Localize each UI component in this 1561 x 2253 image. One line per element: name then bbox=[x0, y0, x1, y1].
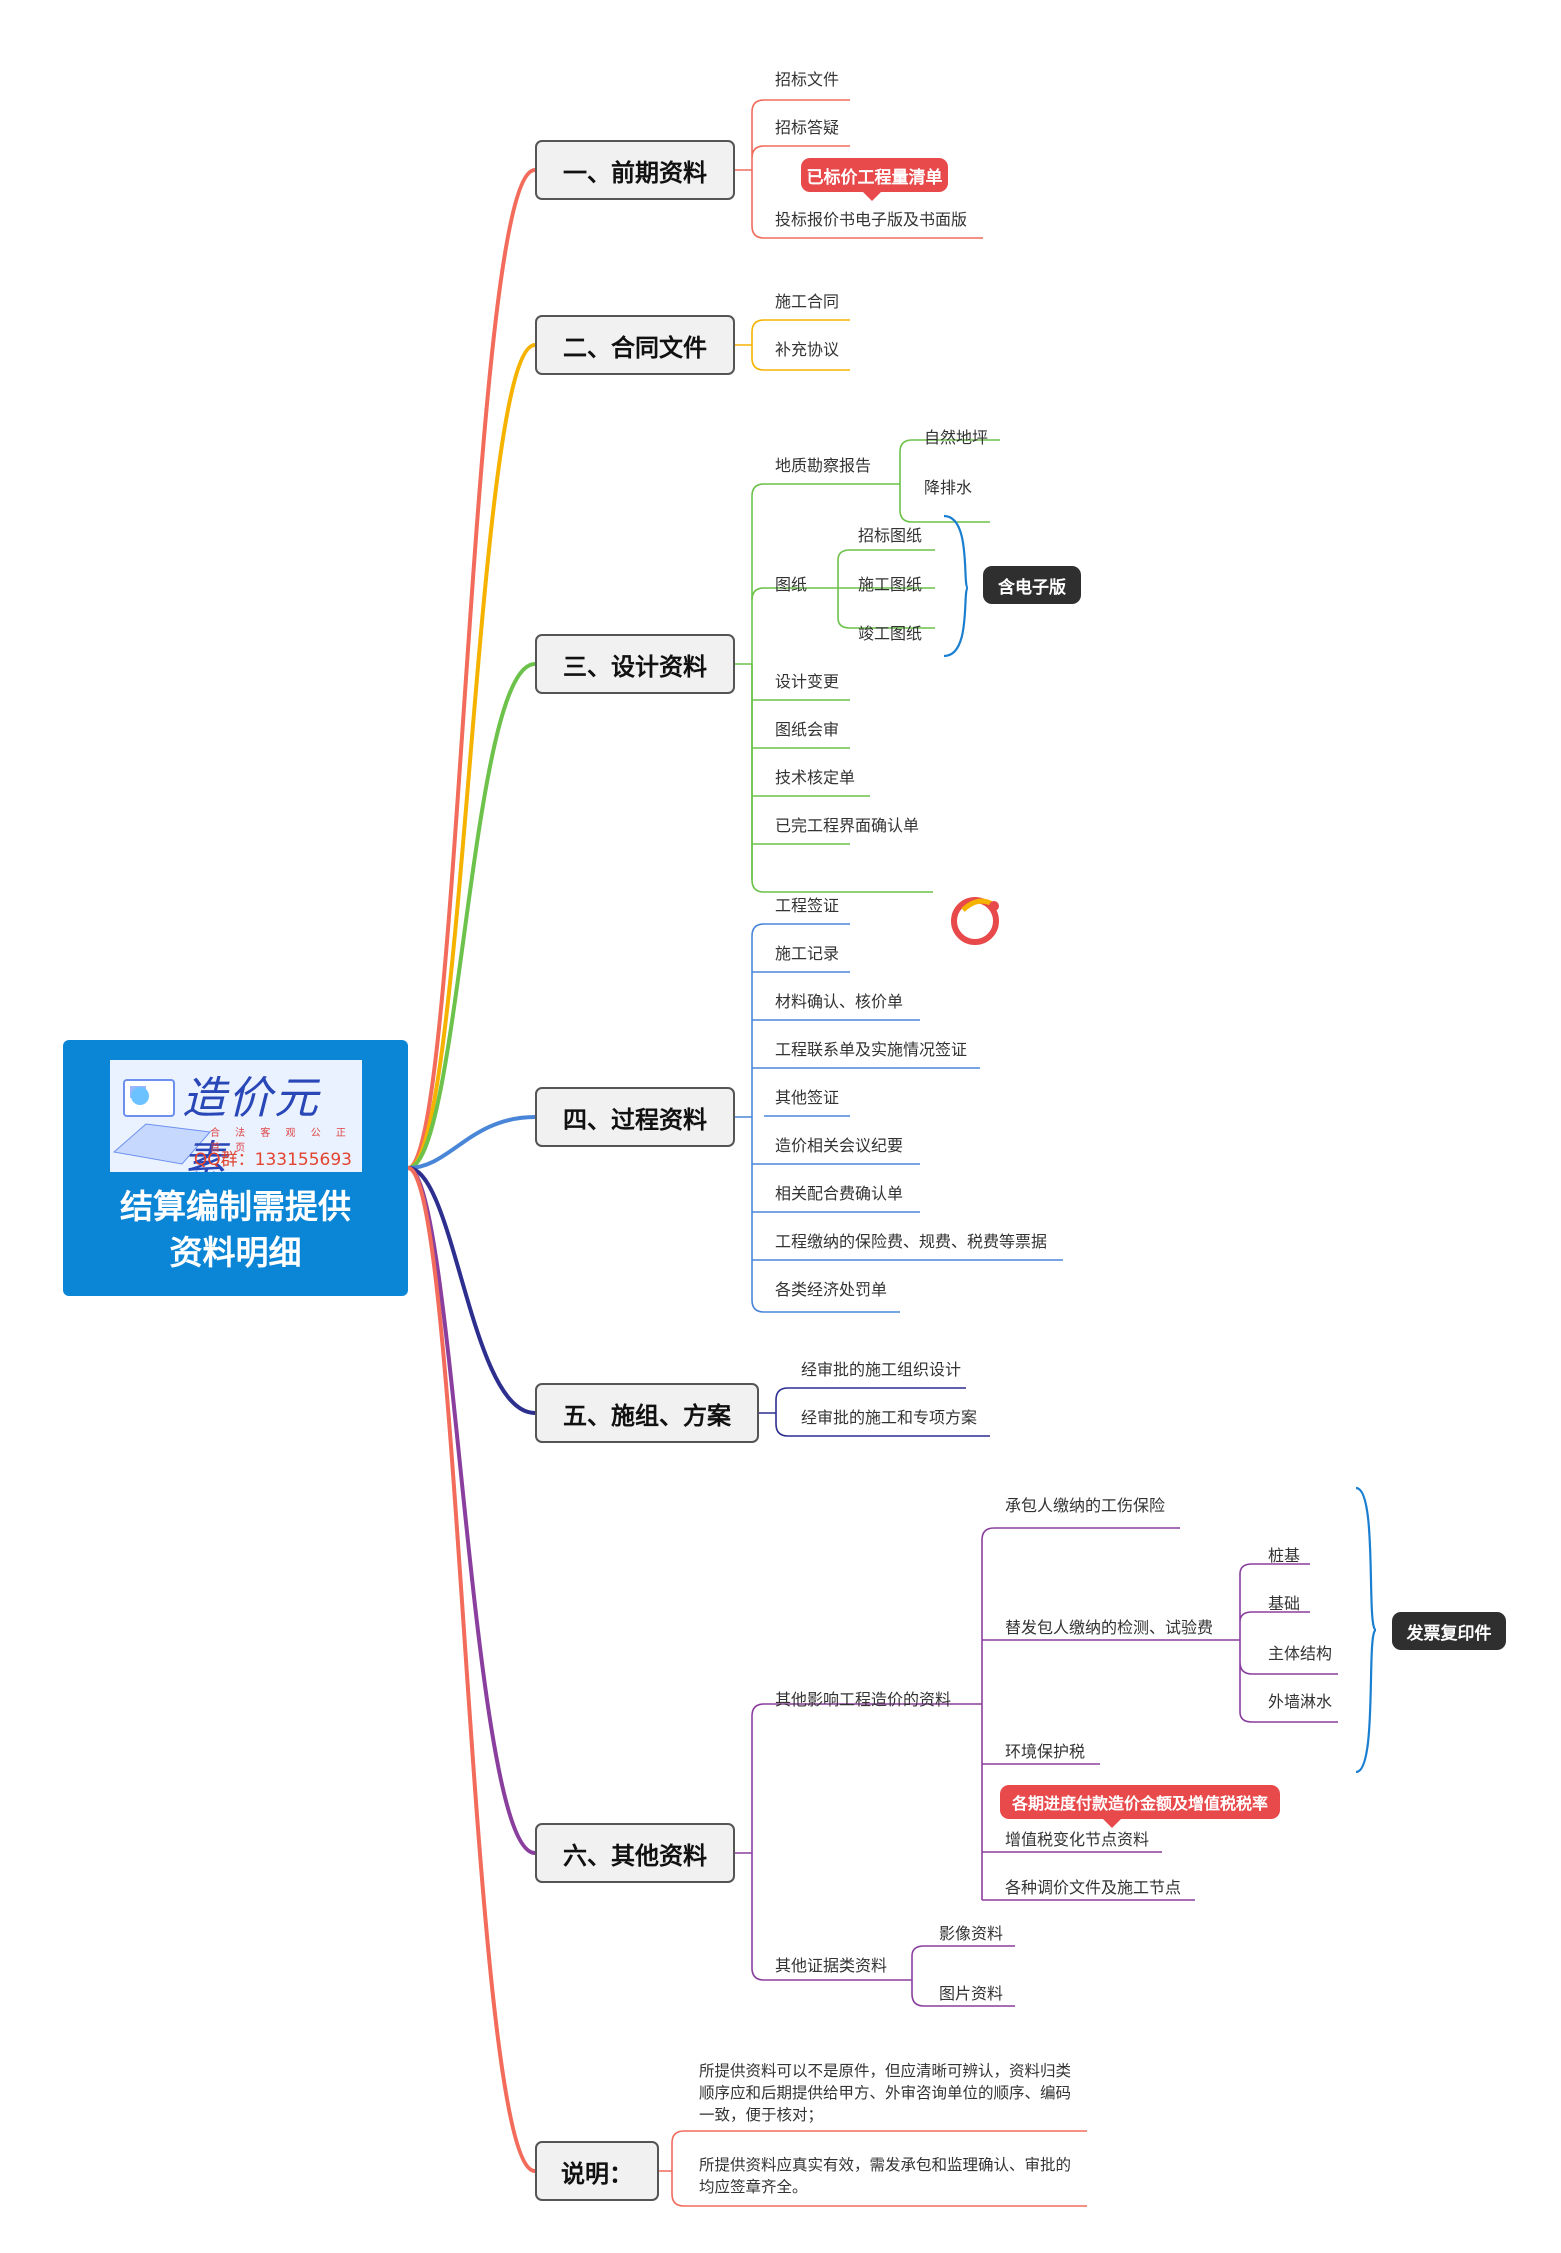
leaf-material-confirmation[interactable]: 材料确认、核价单 bbox=[775, 992, 904, 1011]
branch-other-docs[interactable]: 六、其他资料 bbox=[535, 1823, 735, 1883]
tag-priced-bill: 已标价工程量清单 bbox=[801, 158, 948, 192]
leaf-drawings[interactable]: 图纸 bbox=[775, 575, 808, 594]
tag-electronic: 含电子版 bbox=[983, 566, 1081, 604]
leaf-dewatering[interactable]: 降排水 bbox=[924, 478, 973, 497]
leaf-site-visa[interactable]: 工程签证 bbox=[775, 896, 840, 915]
logo-subtitle: 合 法 客 观 公 正 首 页 bbox=[210, 1128, 352, 1154]
root-node: 造价元素 合 法 客 观 公 正 首 页 QQ群：133155693 结算编制需… bbox=[63, 1040, 408, 1296]
computer-illustration-icon bbox=[110, 1060, 362, 1172]
branch-early-docs[interactable]: 一、前期资料 bbox=[535, 140, 735, 200]
root-title-line2: 资料明细 bbox=[169, 1233, 302, 1272]
tag-pointer-icon bbox=[1102, 1818, 1122, 1828]
branch-contract-docs[interactable]: 二、合同文件 bbox=[535, 315, 735, 375]
tag-invoice-copy: 发票复印件 bbox=[1392, 1612, 1506, 1650]
logo: 造价元素 合 法 客 观 公 正 首 页 QQ群：133155693 bbox=[110, 1060, 362, 1172]
leaf-construction-drawings[interactable]: 施工图纸 bbox=[858, 575, 923, 594]
qq-group: QQ群：133155693 bbox=[193, 1150, 352, 1170]
branch-notes[interactable]: 说明： bbox=[535, 2141, 659, 2201]
leaf-price-adjustment[interactable]: 各种调价文件及施工节点 bbox=[1005, 1878, 1182, 1897]
leaf-geology-report[interactable]: 地质勘察报告 bbox=[775, 456, 872, 475]
leaf-evidence-docs[interactable]: 其他证据类资料 bbox=[775, 1956, 888, 1975]
note-original-docs: 所提供资料可以不是原件，但应清晰可辨认，资料归类顺序应和后期提供给甲方、外审咨询… bbox=[699, 2062, 1072, 2124]
leaf-as-built-drawings[interactable]: 竣工图纸 bbox=[858, 624, 923, 643]
tag-progress-payment: 各期进度付款造价金额及增值税税率 bbox=[1000, 1785, 1280, 1819]
root-title-line1: 结算编制需提供 bbox=[120, 1187, 351, 1226]
leaf-technical-verification[interactable]: 技术核定单 bbox=[775, 768, 856, 787]
leaf-main-structure[interactable]: 主体结构 bbox=[1268, 1644, 1333, 1663]
leaf-injury-insurance[interactable]: 承包人缴纳的工伤保险 bbox=[1005, 1496, 1166, 1515]
logo-text: 造价元素 bbox=[182, 1073, 320, 1172]
leaf-vat-change[interactable]: 增值税变化节点资料 bbox=[1005, 1830, 1150, 1849]
leaf-approved-special-plan[interactable]: 经审批的施工和专项方案 bbox=[801, 1408, 978, 1427]
leaf-foundation[interactable]: 基础 bbox=[1268, 1594, 1301, 1613]
leaf-exterior-wall-spray[interactable]: 外墙淋水 bbox=[1268, 1692, 1333, 1711]
tag-pointer-icon bbox=[862, 191, 882, 201]
leaf-coordination-fee[interactable]: 相关配合费确认单 bbox=[775, 1184, 904, 1203]
leaf-other-visa[interactable]: 其他签证 bbox=[775, 1088, 840, 1107]
leaf-bid-docs[interactable]: 招标文件 bbox=[775, 70, 840, 89]
leaf-meeting-minutes[interactable]: 造价相关会议纪要 bbox=[775, 1136, 904, 1155]
swirl-logo-icon bbox=[951, 897, 999, 945]
leaf-design-change[interactable]: 设计变更 bbox=[775, 672, 840, 691]
leaf-construction-contract[interactable]: 施工合同 bbox=[775, 292, 840, 311]
leaf-fee-receipts[interactable]: 工程缴纳的保险费、规费、税费等票据 bbox=[775, 1232, 1048, 1251]
leaf-supplementary-agreement[interactable]: 补充协议 bbox=[775, 340, 840, 359]
leaf-penalty-sheet[interactable]: 各类经济处罚单 bbox=[775, 1280, 888, 1299]
leaf-drawing-review[interactable]: 图纸会审 bbox=[775, 720, 840, 739]
leaf-completed-interface[interactable]: 已完工程界面确认单 bbox=[775, 816, 920, 835]
leaf-approved-org-design[interactable]: 经审批的施工组织设计 bbox=[801, 1360, 962, 1379]
branch-construction-plan[interactable]: 五、施组、方案 bbox=[535, 1383, 759, 1443]
leaf-bid-quote[interactable]: 投标报价书电子版及书面版 bbox=[775, 210, 968, 229]
leaf-construction-records[interactable]: 施工记录 bbox=[775, 944, 840, 963]
note-authentic-docs: 所提供资料应真实有效，需发承包和监理确认、审批的均应签章齐全。 bbox=[699, 2156, 1072, 2196]
leaf-image-docs[interactable]: 图片资料 bbox=[939, 1984, 1004, 2003]
leaf-testing-fee[interactable]: 替发包人缴纳的检测、试验费 bbox=[1005, 1618, 1214, 1637]
branch-process-docs[interactable]: 四、过程资料 bbox=[535, 1087, 735, 1147]
leaf-video-docs[interactable]: 影像资料 bbox=[939, 1924, 1004, 1943]
leaf-pile-foundation[interactable]: 桩基 bbox=[1268, 1546, 1301, 1565]
leaf-bid-drawings[interactable]: 招标图纸 bbox=[858, 526, 923, 545]
leaf-cost-affecting-docs[interactable]: 其他影响工程造价的资料 bbox=[775, 1690, 952, 1709]
leaf-bid-qa[interactable]: 招标答疑 bbox=[775, 118, 840, 137]
leaf-contact-sheet[interactable]: 工程联系单及实施情况签证 bbox=[775, 1040, 968, 1059]
branch-design-docs[interactable]: 三、设计资料 bbox=[535, 634, 735, 694]
leaf-natural-ground[interactable]: 自然地坪 bbox=[924, 428, 989, 447]
leaf-environmental-tax[interactable]: 环境保护税 bbox=[1005, 1742, 1086, 1761]
